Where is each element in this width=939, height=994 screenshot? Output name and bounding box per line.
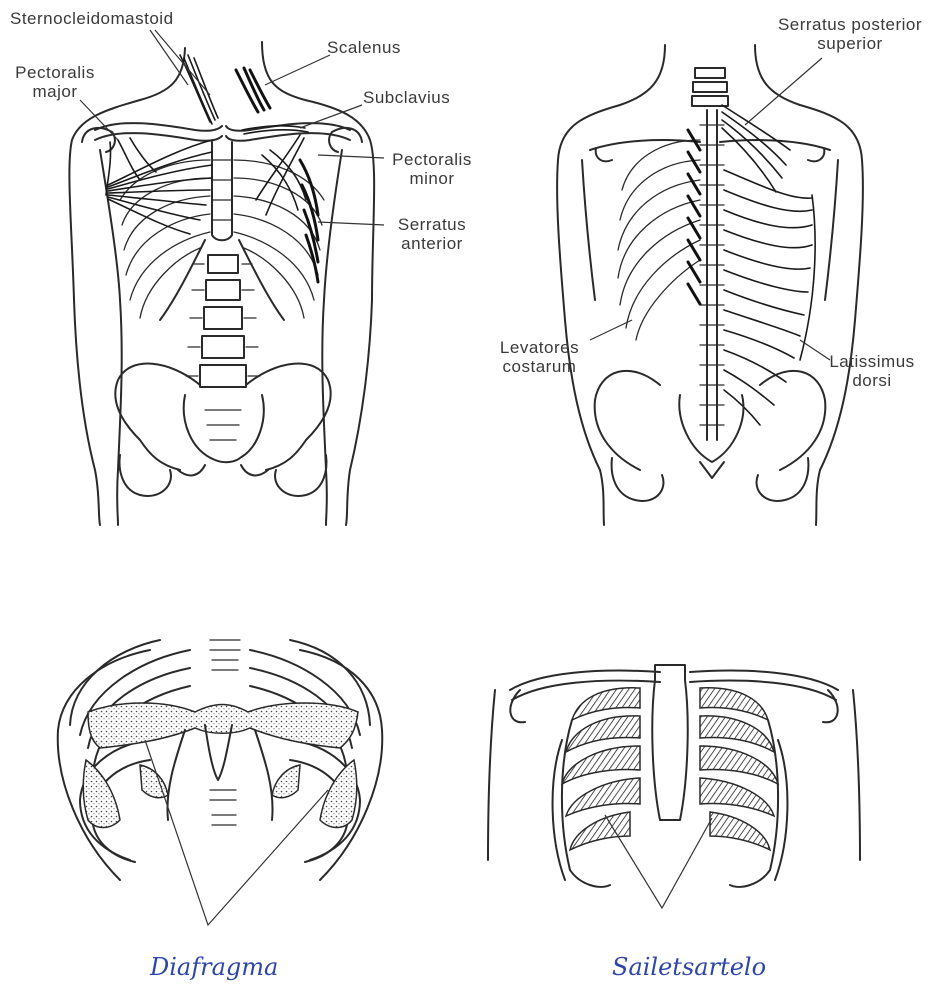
pectoralis-major-muscle xyxy=(106,138,212,234)
label-serratus-anterior-line2: anterior xyxy=(382,234,482,253)
intercostal-muscles-right xyxy=(700,688,778,850)
label-serratus-posterior-line2: superior xyxy=(765,34,935,53)
diaphragm-ribcage-figure xyxy=(58,640,382,925)
label-serratus-anterior: Serratus anterior xyxy=(382,215,482,253)
label-subclavius: Subclavius xyxy=(363,88,450,107)
label-levatores-costarum: Levatores costarum xyxy=(492,338,587,376)
label-pectoralis-minor-line2: minor xyxy=(382,169,482,188)
label-pectoralis-minor: Pectoralis minor xyxy=(382,150,482,188)
caption-intercostal: Sailetsartelo xyxy=(612,953,766,981)
label-pectoralis-minor-line1: Pectoralis xyxy=(382,150,482,169)
label-scalenus: Scalenus xyxy=(327,38,401,57)
label-pectoralis-major: Pectoralis major xyxy=(10,63,100,101)
diaphragm-dome xyxy=(88,703,358,748)
anterior-body-outline xyxy=(69,48,185,525)
intercostal-muscles-left xyxy=(562,688,640,850)
serratus-anterior-muscle xyxy=(262,150,318,282)
label-levatores-line2: costarum xyxy=(492,357,587,376)
anterior-torso-figure xyxy=(69,30,384,525)
lumbar-spine xyxy=(186,255,260,387)
caption-diaphragm: Diafragma xyxy=(150,953,278,981)
label-levatores-line1: Levatores xyxy=(492,338,587,357)
label-serratus-posterior-line1: Serratus posterior xyxy=(765,15,935,34)
label-pectoralis-major-line1: Pectoralis xyxy=(10,63,100,82)
posterior-torso-figure xyxy=(557,45,863,525)
label-serratus-posterior-superior: Serratus posterior superior xyxy=(765,15,935,53)
label-latissimus-line2: dorsi xyxy=(822,371,922,390)
latissimus-dorsi-muscle xyxy=(724,170,815,425)
label-sternocleidomastoid: Sternocleidomastoid xyxy=(10,9,174,28)
label-latissimus-dorsi: Latissimus dorsi xyxy=(822,352,922,390)
label-serratus-anterior-line1: Serratus xyxy=(382,215,482,234)
intercostal-ribcage-figure xyxy=(488,665,860,908)
label-pectoralis-major-line2: major xyxy=(10,82,100,101)
label-latissimus-line1: Latissimus xyxy=(822,352,922,371)
